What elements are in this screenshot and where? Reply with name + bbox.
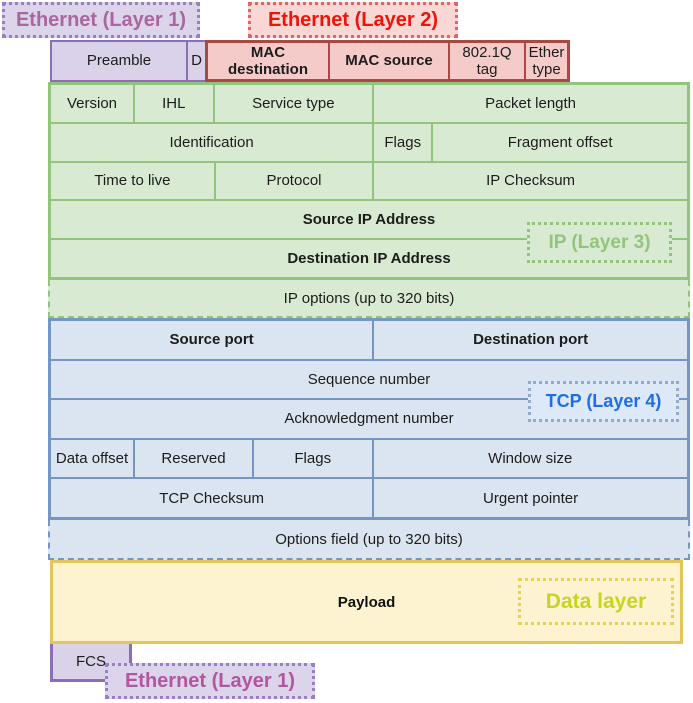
tcp-row-2: Sequence number bbox=[51, 358, 687, 399]
tcp-row-1: Source port Destination port bbox=[51, 321, 687, 359]
tcp-row-4: Data offset Reserved Flags Window size bbox=[51, 437, 687, 478]
cell-identification: Identification bbox=[169, 133, 254, 151]
cell-mac-source: MAC source bbox=[328, 43, 448, 79]
cell-sequence-number: Sequence number bbox=[307, 370, 431, 388]
cell-protocol: Protocol bbox=[213, 162, 372, 200]
ip-row-2: Identification Flags Fragment offset bbox=[51, 121, 687, 161]
tcp-layer4-label: TCP (Layer 4) bbox=[528, 381, 679, 422]
cell-urgent-pointer: Urgent pointer bbox=[372, 479, 687, 517]
ethernet-layer1-top-label: Ethernet (Layer 1) bbox=[2, 2, 200, 38]
ethernet-layer1-bottom-label: Ethernet (Layer 1) bbox=[105, 663, 315, 699]
cell-ip-options: IP options (up to 320 bits) bbox=[48, 280, 690, 318]
cell-window-size: Window size bbox=[371, 439, 687, 478]
cell-tcp-flags: Flags bbox=[251, 439, 372, 478]
cell-tcp-checksum: TCP Checksum bbox=[159, 489, 264, 507]
cell-source-ip: Source IP Address bbox=[302, 211, 436, 229]
ip-row-4: Source IP Address bbox=[51, 199, 687, 238]
tcp-row-3: Acknowledgment number bbox=[51, 398, 687, 438]
ip-row-1: Version IHL Service type Packet length bbox=[51, 85, 687, 122]
ip-row-5: Destination IP Address bbox=[51, 238, 687, 277]
cell-destination-ip: Destination IP Address bbox=[287, 249, 451, 267]
cell-preamble: Preamble bbox=[86, 52, 152, 70]
ethernet-layer2-top-label: Ethernet (Layer 2) bbox=[248, 2, 458, 38]
cell-reserved: Reserved bbox=[133, 439, 252, 478]
cell-ihl: IHL bbox=[133, 85, 213, 122]
ethernet-physical-group: Preamble D bbox=[50, 40, 207, 82]
cell-ip-checksum: IP Checksum bbox=[372, 162, 687, 200]
cell-tcp-options: Options field (up to 320 bits) bbox=[48, 520, 690, 560]
cell-version: Version bbox=[66, 94, 118, 112]
cell-ack-number: Acknowledgment number bbox=[284, 410, 454, 428]
cell-time-to-live: Time to live bbox=[94, 172, 171, 190]
cell-destination-port: Destination port bbox=[372, 321, 687, 359]
cell-packet-length: Packet length bbox=[372, 85, 687, 122]
cell-service-type: Service type bbox=[212, 85, 373, 122]
ethernet-mac-group: MAC destination MAC source 802.1Q tag Et… bbox=[205, 40, 570, 82]
cell-mac-destination: MAC destination bbox=[227, 43, 308, 78]
data-layer-label: Data layer bbox=[518, 578, 674, 625]
cell-sfd: D bbox=[186, 42, 205, 80]
ip-row-3: Time to live Protocol IP Checksum bbox=[51, 160, 687, 200]
cell-ip-flags: Flags bbox=[372, 123, 431, 161]
cell-8021q-tag: 802.1Q tag bbox=[448, 43, 524, 79]
tcp-row-5: TCP Checksum Urgent pointer bbox=[51, 477, 687, 517]
cell-ether-type: Ether type bbox=[524, 43, 567, 79]
ip-header-section: Version IHL Service type Packet length I… bbox=[48, 82, 690, 280]
cell-fragment-offset: Fragment offset bbox=[431, 123, 687, 161]
cell-source-port: Source port bbox=[169, 331, 254, 349]
ip-layer3-label: IP (Layer 3) bbox=[527, 222, 672, 263]
cell-data-offset: Data offset bbox=[55, 449, 129, 467]
